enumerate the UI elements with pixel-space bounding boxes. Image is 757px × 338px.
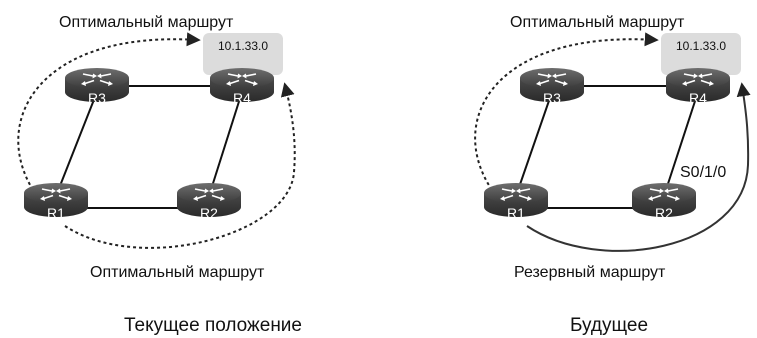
top-route-label: Оптимальный маршрут (510, 14, 685, 31)
optimal-route-arrow-top (474, 32, 659, 191)
optimal-route-arrow-top (17, 32, 201, 191)
optimal-route-arrow-bottom (64, 82, 296, 249)
bottom-route-label: Оптимальный маршрут (90, 264, 265, 281)
network-box (661, 33, 741, 75)
router-label-r1: R1 (47, 205, 65, 221)
panel-current: 10.1.33.0 R3 R4 R1 R2 Оптимальный маршру… (17, 14, 302, 336)
router-label-r2: R2 (200, 205, 218, 221)
router-label-r4: R4 (689, 90, 707, 106)
router-label-r3: R3 (88, 90, 106, 106)
panel-caption: Будущее (570, 315, 648, 336)
router-label-r4: R4 (233, 90, 251, 106)
router-label-r1: R1 (507, 205, 525, 221)
network-label: 10.1.33.0 (676, 39, 726, 53)
router-label-r2: R2 (655, 205, 673, 221)
backup-route-arrow (526, 82, 751, 252)
bottom-route-label: Резервный маршрут (514, 264, 666, 281)
top-route-label: Оптимальный маршрут (59, 14, 234, 31)
panel-caption: Текущее положение (124, 315, 302, 336)
network-label: 10.1.33.0 (218, 39, 268, 53)
network-box (203, 33, 283, 75)
interface-label: S0/1/0 (680, 164, 726, 181)
router-label-r3: R3 (543, 90, 561, 106)
panel-future: 10.1.33.0 R3 R4 R1 R2 S0/1/0 Оптимальный… (474, 14, 751, 336)
